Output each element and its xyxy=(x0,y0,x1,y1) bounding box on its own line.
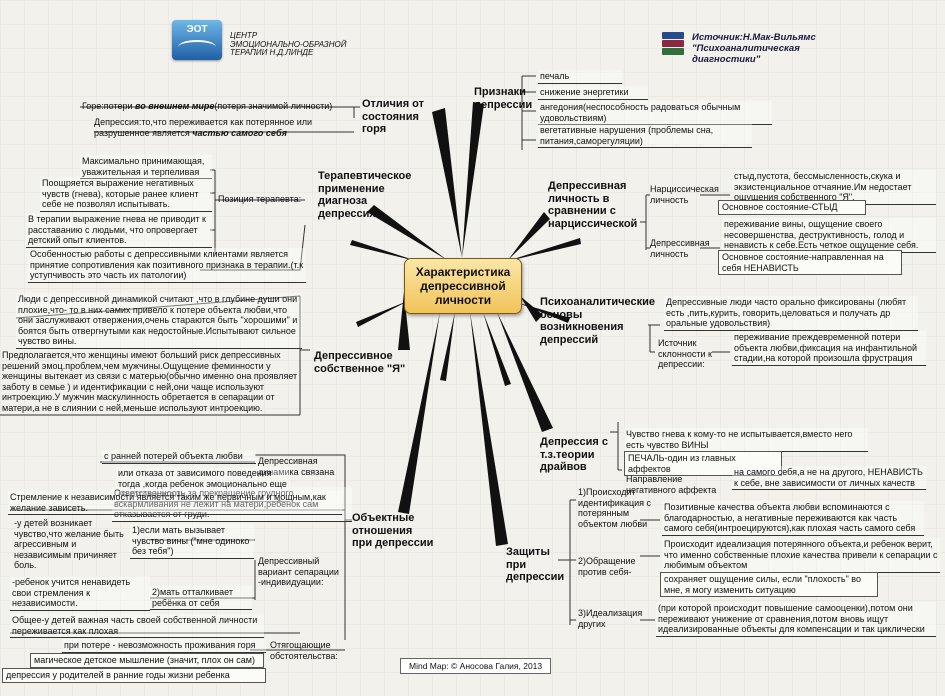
spoke-sketch-1 xyxy=(350,240,420,262)
spoke-defenses xyxy=(470,312,508,546)
spoke-sketch-3 xyxy=(483,312,511,386)
signs-item: печаль xyxy=(538,70,622,84)
therapist-position-label: Позиция терапевта: xyxy=(218,194,302,204)
grief-text: Горе:потери xyxy=(82,101,136,111)
branch-therapy[interactable]: Терапевтическое применение диагноза депр… xyxy=(318,170,412,220)
defense-2-label: 2)Обращение против себя- xyxy=(578,556,636,577)
therapist-position-item: Максимально принимающая, уважительная и … xyxy=(80,155,212,179)
footer-credit: Mind Map: © Аносова Галия, 2013 xyxy=(400,658,552,674)
source-line: диагностики" xyxy=(692,54,761,65)
org-line: ТЕРАПИИ Н.Д.ЛИНДЕ xyxy=(230,48,314,57)
aggravating-label: Отягощающие обстоятельства: xyxy=(270,640,338,661)
defense-2-description-2: сохраняет ощущение силы, если "плохость"… xyxy=(660,572,878,597)
eot-logo: ЭОТ xyxy=(172,20,222,60)
spoke-grief xyxy=(432,108,462,258)
branch-depressive-self[interactable]: Депрессивное собственное "Я" xyxy=(314,350,406,375)
org-line: ЭМОЦИОНАЛЬНО-ОБРАЗНОЙ xyxy=(230,39,347,49)
therapist-position-item: Поощряется выражение негативных чувств (… xyxy=(40,177,212,212)
dynamics-label: Депрессивная динамика связана xyxy=(258,456,335,477)
oral-fixation: Депрессивные люди часто орально фиксиров… xyxy=(664,296,918,331)
dynamics-item: Ответственность за прекращение грудного … xyxy=(112,487,352,522)
spoke-sketch-4 xyxy=(504,238,581,262)
variant-2-label: 2)мать отталкивает ребёнка от себя xyxy=(150,586,252,610)
grief-definition: Горе:потери во внешнем мире(потеря значи… xyxy=(82,101,352,112)
spoke-sketch-6 xyxy=(516,302,570,323)
grief-emphasis: во внешнем мире xyxy=(135,101,215,111)
variant-2-description: -ребенок учится ненавидеть свои стремлен… xyxy=(10,576,150,611)
narc-description: стыд,пустота, бессмысленность,скука и эк… xyxy=(732,170,936,205)
branch-narcissistic-comparison[interactable]: Депрессивная личность в сравнении с нарц… xyxy=(548,180,638,230)
aggravating-item: при потере - невозможность проживания го… xyxy=(62,639,266,653)
dynamics-item: Стремление к независимости является таки… xyxy=(8,491,342,515)
branch-grief[interactable]: Отличия от состояния горя xyxy=(362,98,425,135)
defense-2-description: Происходит идеализация потерянного объек… xyxy=(662,538,940,573)
narc-core-state: Основное состояние-СТЫД xyxy=(718,200,866,215)
central-topic-title: Характеристика депрессивной личности xyxy=(415,265,511,307)
spoke-narc xyxy=(508,212,550,260)
logo-text: ЭОТ xyxy=(186,24,208,35)
spoke-sketch-2 xyxy=(440,312,455,381)
spoke-signs xyxy=(462,102,484,258)
dynamics-item: или отказа от зависимого поведения тогда… xyxy=(116,467,290,502)
books-icon xyxy=(662,32,684,58)
defense-1-label: 1)Происходит идентификация с потерянным … xyxy=(578,487,652,529)
tendency-source-label: Источник склонности к депрессии: xyxy=(658,338,712,369)
common-conclusion: Общее-у детей важная часть своей собстве… xyxy=(10,614,264,638)
spoke-selfi xyxy=(398,292,410,350)
dep-label: Депрессивная личность xyxy=(650,238,710,259)
defense-1-description: Позитивные качества объекта любви вспоми… xyxy=(662,501,924,536)
therapy-feature: Особенностью работы с депрессивными клие… xyxy=(28,248,306,283)
depression-definition: Депрессия:то,что переживается как потеря… xyxy=(94,117,352,138)
aggravating-item: депрессия у родителей в ранние годы жизн… xyxy=(2,668,266,683)
source-line: Источник:Н.Мак-Вильямс xyxy=(692,32,816,43)
spoke-therapy xyxy=(367,205,447,260)
defense-3-label: 3)Идеализация других xyxy=(578,608,643,629)
branch-drive-theory[interactable]: Депрессия с т.з.теории драйвов xyxy=(540,436,609,473)
branch-defenses[interactable]: Защиты при депрессии xyxy=(506,546,565,583)
spoke-objects xyxy=(398,312,440,514)
affect-direction-description: на самого себя,а не на другого, НЕНАВИСТ… xyxy=(732,466,926,490)
branch-signs[interactable]: Признаки депрессии xyxy=(474,86,533,111)
defense-3-description: (при которой происходит повышение самооц… xyxy=(656,602,936,637)
depression-text: Депрессия:то,что переживается как потеря… xyxy=(94,117,313,138)
source-line: "Психоаналитическая xyxy=(692,43,800,54)
anger-guilt: Чувство гнева к кому-то не испытывается,… xyxy=(624,428,868,452)
central-topic[interactable]: Характеристика депрессивной личности xyxy=(404,258,522,314)
source-citation: Источник:Н.Мак-Вильямс "Психоаналитическ… xyxy=(692,32,816,65)
therapist-position-item: В терапии выражение гнева не приводит к … xyxy=(26,213,212,248)
branch-object-relations[interactable]: Объектные отношения при депрессии xyxy=(352,512,434,549)
spoke-psycho xyxy=(520,296,543,322)
org-name: ЦЕНТР ЭМОЦИОНАЛЬНО-ОБРАЗНОЙ ТЕРАПИИ Н.Д.… xyxy=(230,31,350,58)
spoke-drives xyxy=(497,312,553,432)
variant-1-label: 1)если мать вызывает чувство вины ("мне … xyxy=(130,524,254,559)
grief-text: (потеря значимой личности) xyxy=(214,101,333,111)
gender-differences: Предполагается,что женщины имеют больший… xyxy=(2,350,298,413)
branch-psychoanalytic[interactable]: Психоаналитические основы возникновения … xyxy=(540,296,655,346)
self-description: Люди с депрессивной динамикой считают ,ч… xyxy=(16,293,302,349)
narc-label: Нарциссическая личность xyxy=(650,184,719,205)
signs-item: ангедония(неспособность радоваться обычн… xyxy=(538,101,772,125)
dep-description: переживание вины, ощущение своего несове… xyxy=(722,218,936,253)
dep-core-state: Основное состояние-направленная на себя … xyxy=(718,250,902,275)
affect-direction-label: Направление негативного аффекта xyxy=(626,474,717,495)
aggravating-item: магическое детское мышление (значит, пло… xyxy=(30,653,264,668)
variant-1-description: -у детей возникает чувство,что желание б… xyxy=(14,518,124,570)
dynamics-item: с ранней потерей объекта любви xyxy=(102,450,256,464)
sadness-affect: ПЕЧАЛЬ-один из главных аффектов xyxy=(624,451,782,476)
spoke-sketch-5 xyxy=(356,300,410,327)
separation-variant-label: Депрессивный вариант сепарации -индивиду… xyxy=(258,556,339,587)
signs-item: вегетативные нарушения (проблемы сна, пи… xyxy=(538,124,752,148)
signs-item: снижение энергетики xyxy=(538,86,648,100)
depression-emphasis: частью самого себя xyxy=(192,127,287,138)
org-line: ЦЕНТР xyxy=(230,31,258,40)
tendency-source-description: переживание преждевременной потери объек… xyxy=(732,331,926,366)
